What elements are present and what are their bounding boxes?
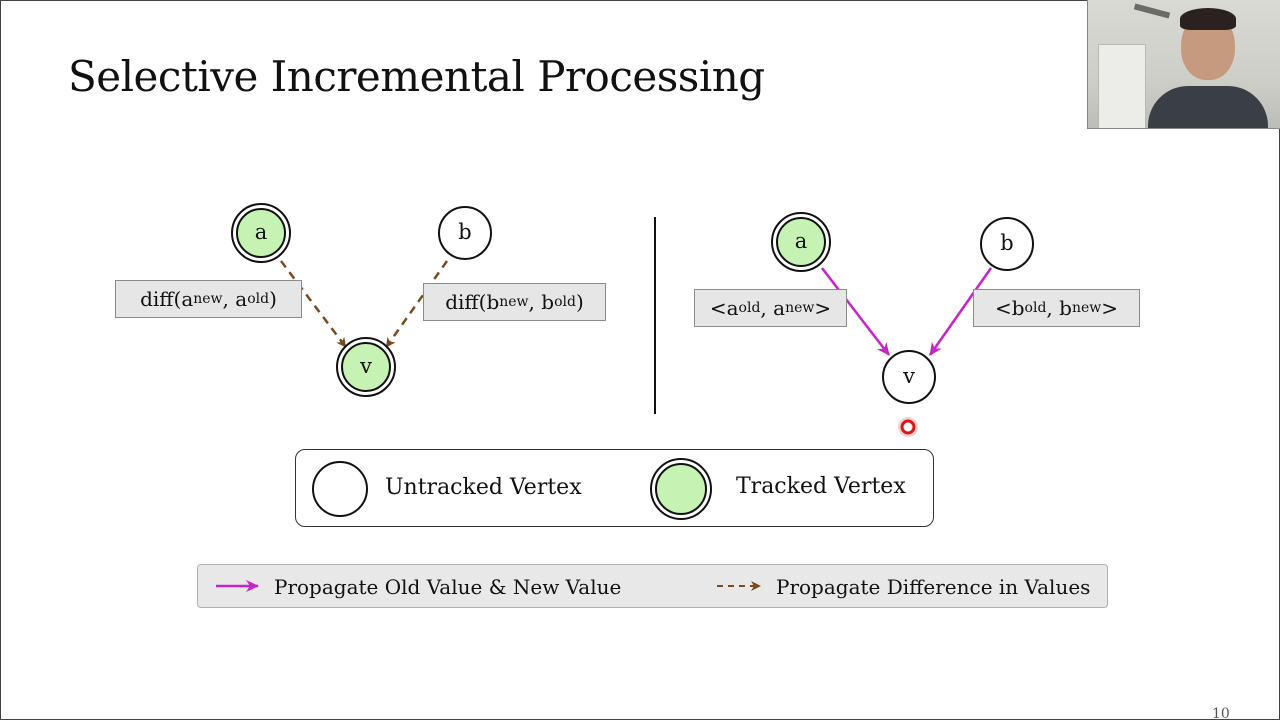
right-label-b-suffix: > (1101, 296, 1119, 320)
solid-arrow-label: Propagate Old Value & New Value (274, 575, 622, 599)
untracked-vertex-label: Untracked Vertex (385, 475, 582, 500)
vertex-legend-symbols (312, 458, 712, 520)
right-label-b-prefix: <b (994, 296, 1025, 320)
right-vertex-b-untracked (980, 217, 1034, 271)
right-label-a-prefix: <a (709, 296, 739, 320)
left-vertex-a-tracked (231, 203, 291, 263)
right-label-b-sub2: new (1071, 300, 1102, 316)
left-edge-b-to-v (385, 260, 449, 348)
right-vertex-b-label: b (1000, 231, 1014, 255)
right-vertex-a-tracked (771, 212, 831, 272)
tracked-vertex-symbol (650, 458, 712, 520)
left-edge-a-to-v (280, 260, 347, 348)
left-label-b-prefix: diff(b (445, 290, 500, 314)
right-label-b-sub1: old (1024, 300, 1047, 316)
left-vertex-b-untracked (438, 206, 492, 260)
presenter-body (1148, 86, 1268, 128)
left-label-b-sub2: old (554, 294, 576, 310)
vertex-legend: Untracked Vertex Tracked Vertex (295, 449, 934, 527)
right-edge-b-to-v (928, 267, 993, 356)
webcam-background-door (1098, 44, 1146, 128)
right-label-a-mid: , a (760, 296, 786, 320)
right-label-a-suffix: > (814, 296, 832, 320)
left-vertex-b-label: b (458, 220, 472, 244)
left-label-a-sub2: old (247, 291, 270, 307)
left-vertex-v-tracked (336, 337, 396, 397)
right-label-b-mid: , b (1046, 296, 1072, 320)
left-label-a-prefix: diff(a (140, 287, 194, 311)
left-label-a-sub1: new (193, 291, 223, 307)
right-label-a-sub1: old (738, 300, 761, 316)
left-vertex-a-label: a (254, 220, 268, 244)
tracked-vertex-label: Tracked Vertex (736, 474, 906, 499)
right-edge-a-to-v (821, 267, 890, 356)
slide-title: Selective Incremental Processing (68, 52, 765, 101)
arrow-legend-symbols (216, 580, 761, 592)
page-number: 10 (1212, 706, 1230, 722)
left-label-a-suffix: ) (269, 287, 277, 311)
right-vertex-a-label: a (794, 229, 808, 253)
presenter-hair (1180, 8, 1236, 30)
webcam-overlay (1087, 0, 1280, 129)
right-vertex-v-label: v (903, 364, 915, 388)
untracked-vertex-symbol (312, 461, 368, 517)
right-vertex-v-untracked (882, 350, 936, 404)
left-vertex-v-label: v (360, 354, 372, 378)
left-label-a-mid: , a (222, 287, 248, 311)
cursor-marker (898, 417, 918, 437)
arrow-legend: Propagate Old Value & New Value Propagat… (197, 564, 1108, 608)
left-label-b-sub1: new (499, 294, 529, 310)
dashed-arrow-label: Propagate Difference in Values (776, 575, 1091, 599)
left-label-b-suffix: ) (575, 290, 584, 314)
left-label-b-mid: , b (528, 290, 555, 314)
right-label-a-sub2: new (785, 300, 815, 316)
